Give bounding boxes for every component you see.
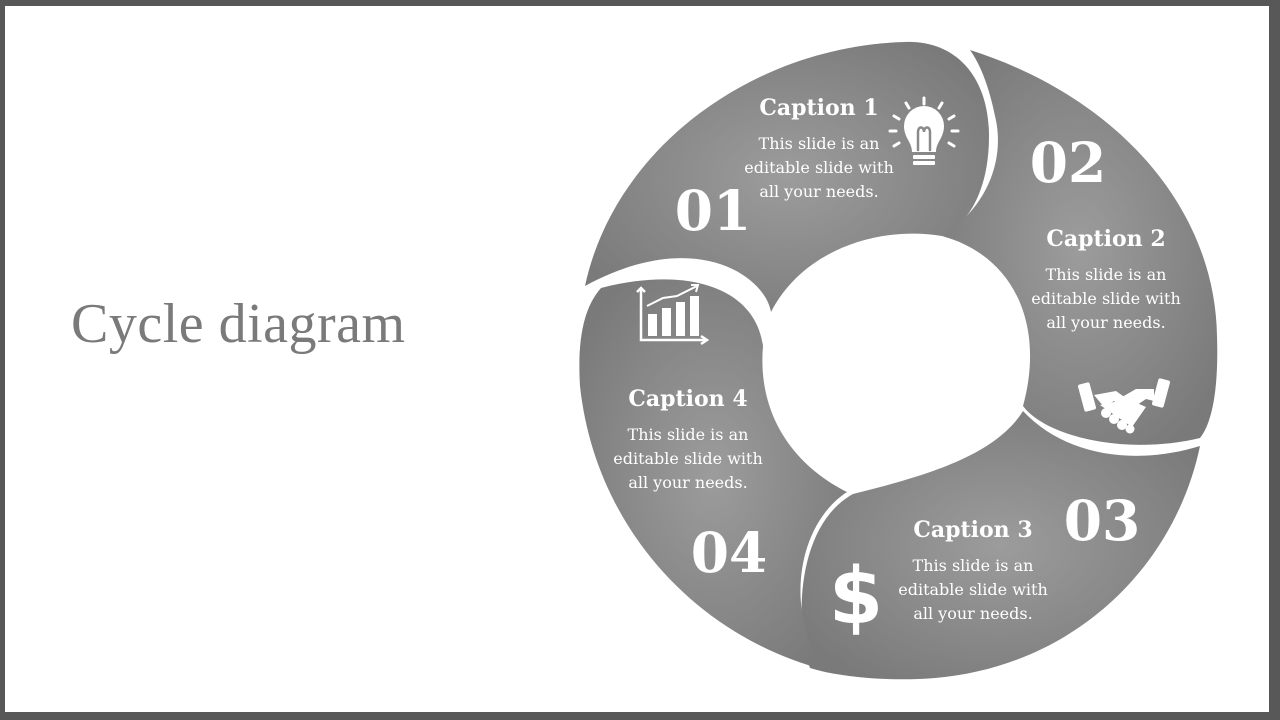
segment-2-line: editable slide with xyxy=(1031,289,1181,308)
segment-1-shape xyxy=(585,41,989,312)
dollar-icon: $ xyxy=(829,552,883,642)
lightbulb-icon xyxy=(888,96,960,165)
segment-4-line: This slide is an xyxy=(628,425,749,444)
segment-3-line: all your needs. xyxy=(913,604,1032,623)
segment-4-body: This slide is an editable slide with all… xyxy=(613,425,763,492)
segment-1-line: editable slide with xyxy=(744,158,894,177)
segment-1-line: all your needs. xyxy=(759,182,878,201)
segment-2-line: This slide is an xyxy=(1046,265,1167,284)
segment-3-number: 03 xyxy=(1064,488,1141,553)
segment-1-caption: Caption 1 xyxy=(759,95,878,121)
segment-1-body: This slide is an editable slide with all… xyxy=(744,134,894,201)
segment-2-shape xyxy=(942,50,1218,445)
segment-4-shape xyxy=(579,279,847,670)
segment-4-caption: Caption 4 xyxy=(628,386,747,412)
handshake-icon xyxy=(1078,378,1170,434)
bar-chart-icon xyxy=(636,284,710,346)
segment-4-line: all your needs. xyxy=(628,473,747,492)
segment-2-number: 02 xyxy=(1030,130,1107,195)
segment-4-line: editable slide with xyxy=(613,449,763,468)
segment-3-line: This slide is an xyxy=(913,556,1034,575)
page-title: Cycle diagram xyxy=(71,293,406,355)
segment-2-caption: Caption 2 xyxy=(1046,226,1165,252)
segment-shapes xyxy=(579,41,1218,680)
segment-3-body: This slide is an editable slide with all… xyxy=(898,556,1048,623)
segment-4-number: 04 xyxy=(691,520,768,585)
segment-1-line: This slide is an xyxy=(759,134,880,153)
segment-3-line: editable slide with xyxy=(898,580,1048,599)
segment-3-shape xyxy=(801,411,1200,680)
segment-2-line: all your needs. xyxy=(1046,313,1165,332)
segment-2-body: This slide is an editable slide with all… xyxy=(1031,265,1181,332)
slide: Cycle diagram 01 02 03 04 Caption 1 Capt… xyxy=(5,6,1269,712)
segment-3-caption: Caption 3 xyxy=(913,517,1032,543)
cycle-diagram: 01 02 03 04 Caption 1 Caption 2 Caption … xyxy=(579,41,1218,680)
segment-1-number: 01 xyxy=(675,178,752,243)
